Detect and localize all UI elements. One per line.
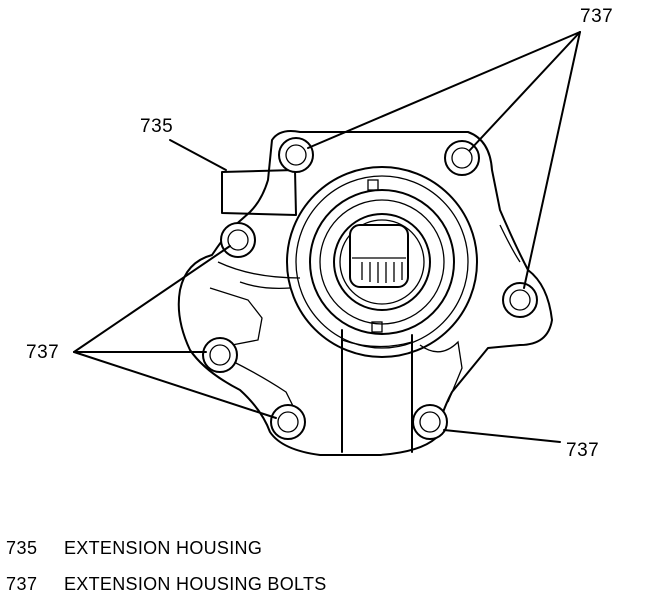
legend-text: EXTENSION HOUSING BOLTS — [64, 574, 327, 594]
bolt-right — [502, 282, 538, 318]
housing-flange — [221, 169, 297, 216]
legend-text: EXTENSION HOUSING — [64, 538, 263, 558]
bolt-left-lower — [202, 337, 238, 373]
bolt-top-left — [278, 137, 314, 173]
extension-housing-diagram: 737 735 737 737 — [26, 6, 614, 461]
output-shaft — [349, 224, 409, 288]
leader-lines — [73, 31, 581, 443]
output-seal — [286, 166, 478, 358]
bolt-bottom-left — [270, 404, 306, 440]
callout-737-bottom-right: 737 — [566, 440, 600, 461]
legend-number: 735 — [6, 538, 38, 558]
callout-735: 735 — [140, 116, 174, 137]
callout-737-left: 737 — [26, 342, 60, 363]
callout-737-top-right: 737 — [580, 6, 614, 27]
legend: 735 EXTENSION HOUSING 737 EXTENSION HOUS… — [6, 538, 327, 610]
bolt-left-upper — [220, 222, 256, 258]
legend-item: 737 EXTENSION HOUSING BOLTS — [6, 574, 327, 610]
housing-drawing — [73, 31, 581, 456]
housing-outline — [177, 130, 553, 456]
legend-number: 737 — [6, 574, 38, 594]
bolt-bottom-right — [412, 404, 448, 440]
legend-item: 735 EXTENSION HOUSING — [6, 538, 327, 574]
housing-tail — [341, 329, 413, 453]
